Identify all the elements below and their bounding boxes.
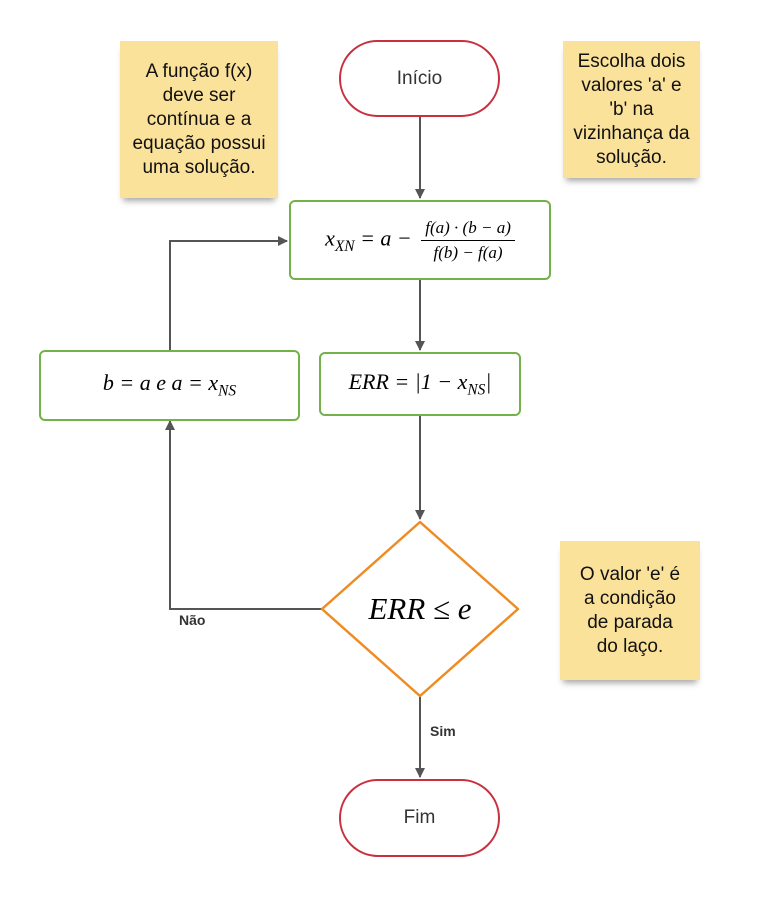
no-label: Não: [179, 612, 206, 628]
note-continuity: A função f(x) deve ser contínua e a equa…: [120, 41, 278, 198]
note-line: contínua e a: [146, 108, 252, 130]
end-label: Fim: [403, 807, 436, 828]
formula-fraction: f(a) · (b − a)f(b) − f(a): [421, 218, 515, 263]
formula-expression: xXN = a − f(a) · (b − a)f(b) − f(a): [325, 218, 515, 263]
formula-denominator: f(b) − f(a): [433, 242, 503, 262]
formula-numerator: f(a) · (b − a): [421, 218, 515, 241]
update-process: b = a e a = xNS: [39, 350, 300, 421]
note-line: A função f(x): [145, 60, 253, 82]
update-sub: NS: [218, 382, 237, 400]
formula-eq: = a −: [354, 225, 418, 251]
formula-lhs-sub: XN: [334, 237, 355, 255]
note-line: a condição: [584, 587, 676, 609]
note-line: equação possui: [132, 132, 266, 154]
note-line: deve ser: [162, 84, 236, 106]
note-line: solução.: [596, 146, 667, 168]
arrow-decision-no-to-update: [165, 420, 322, 610]
note-line: Escolha dois: [577, 50, 686, 72]
error-text: ERR = |1 − x: [348, 368, 468, 394]
note-line: O valor 'e' é: [579, 563, 681, 585]
yes-label: Sim: [430, 723, 456, 739]
note-line: uma solução.: [142, 156, 256, 178]
start-label: Início: [396, 67, 443, 89]
decision-diamond: [320, 520, 520, 698]
decision-label: ERR ≤ e: [368, 591, 472, 626]
formula-process: xXN = a − f(a) · (b − a)f(b) − f(a): [289, 200, 551, 280]
update-text: b = a e a = x: [102, 370, 219, 396]
note-line: valores 'a' e: [581, 74, 682, 96]
formula-lhs: x: [325, 225, 335, 251]
update-expression: b = a e a = xNS: [103, 370, 236, 400]
note-line: do laço.: [596, 635, 664, 657]
note-stop-condition: O valor 'e' é a condição de parada do la…: [560, 541, 700, 680]
error-close: |: [485, 368, 492, 394]
note-line: de parada: [587, 611, 673, 633]
arrow-update-to-formula: [169, 236, 288, 350]
note-choose-values: Escolha dois valores 'a' e 'b' na vizinh…: [563, 41, 700, 178]
error-expression: ERR = |1 − xNS|: [349, 369, 492, 399]
note-line: vizinhança da: [573, 122, 690, 144]
error-process: ERR = |1 − xNS|: [319, 352, 521, 416]
end-terminal: Fim: [339, 779, 500, 857]
note-line: 'b' na: [609, 98, 654, 120]
start-terminal: Início: [339, 40, 500, 117]
error-sub: NS: [467, 381, 486, 399]
